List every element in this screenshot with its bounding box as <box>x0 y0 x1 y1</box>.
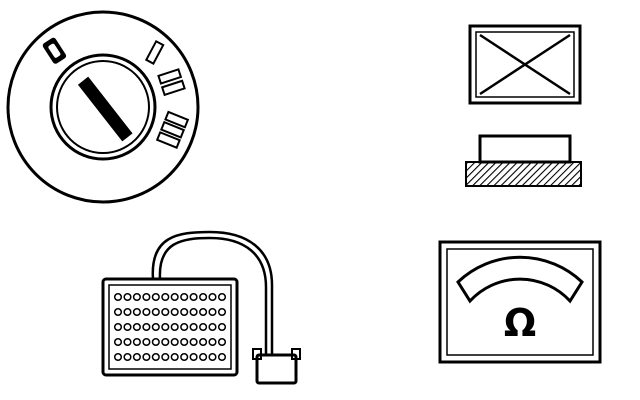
connector-pin <box>170 337 179 347</box>
switch-position-1-mark <box>144 39 165 65</box>
connector-pin <box>132 352 141 362</box>
connector-pin <box>208 307 217 317</box>
connector-pin <box>151 292 160 302</box>
connector-pin <box>170 307 179 317</box>
connector-pin <box>217 292 227 302</box>
connector-pin <box>132 292 141 302</box>
connector-pin <box>208 352 217 362</box>
connector-pin <box>217 337 227 347</box>
connector-pin <box>189 352 198 362</box>
connector-pin <box>208 292 217 302</box>
connector-pin <box>123 307 132 317</box>
connector-cable <box>151 230 274 355</box>
connector-pin <box>113 337 123 347</box>
connector-pin <box>180 352 189 362</box>
connector-pin <box>161 352 170 362</box>
lamp-base <box>465 161 582 187</box>
connector-pin <box>123 322 132 332</box>
connector-pin <box>180 337 189 347</box>
connector-pin <box>142 337 151 347</box>
connector-pin <box>217 352 227 362</box>
connector-pin <box>217 307 227 317</box>
connector-pin <box>161 337 170 347</box>
connector-pin <box>142 322 151 332</box>
switch-position-3-mark <box>155 110 190 149</box>
connector-pin <box>123 292 132 302</box>
connector-pin <box>113 322 123 332</box>
connector-pin <box>189 322 198 332</box>
connector-pin <box>161 292 170 302</box>
connector-pin <box>151 322 160 332</box>
connector-pin <box>151 337 160 347</box>
connector-pin <box>132 337 141 347</box>
connector-pin <box>123 352 132 362</box>
connector-pin <box>132 307 141 317</box>
connector-pin <box>151 352 160 362</box>
connector-pin <box>217 322 227 332</box>
connector-pin <box>113 292 123 302</box>
connector-pin <box>208 322 217 332</box>
connector-pin <box>180 307 189 317</box>
connector-pin <box>199 307 208 317</box>
connector-pin <box>199 322 208 332</box>
lamp-button <box>478 134 572 164</box>
ohmmeter-icon: Ω <box>438 240 602 364</box>
pin-connector-board-icon <box>101 230 301 385</box>
connector-pin <box>161 307 170 317</box>
meter-case <box>438 240 602 364</box>
switch-position-2-mark <box>157 68 186 97</box>
connector-pin <box>199 352 208 362</box>
connector-pin <box>199 337 208 347</box>
lamp-window <box>468 24 582 105</box>
connector-pin <box>132 322 141 332</box>
connector-pin <box>170 292 179 302</box>
connector-pin <box>151 307 160 317</box>
connector-pin <box>189 307 198 317</box>
ohm-symbol: Ω <box>504 301 536 345</box>
connector-pin <box>142 352 151 362</box>
meter-scale <box>456 255 584 304</box>
connector-pin <box>189 292 198 302</box>
connector-pin <box>180 322 189 332</box>
connector-pin <box>180 292 189 302</box>
connector-pin <box>170 322 179 332</box>
connector-pin <box>113 307 123 317</box>
connector-pin <box>199 292 208 302</box>
connector-pin <box>123 337 132 347</box>
connector-pin <box>142 307 151 317</box>
rotary-switch-icon <box>6 10 200 204</box>
pin-grid <box>113 292 227 362</box>
connector-pin <box>161 322 170 332</box>
knob-pointer <box>77 76 133 142</box>
connector-pin <box>208 337 217 347</box>
connector-pin <box>113 352 123 362</box>
connector-pin <box>170 352 179 362</box>
connector-board <box>101 277 239 377</box>
indicator-lamp-icon <box>465 24 582 187</box>
connector-pin <box>189 337 198 347</box>
connector-pin <box>142 292 151 302</box>
plug-body <box>255 353 298 385</box>
